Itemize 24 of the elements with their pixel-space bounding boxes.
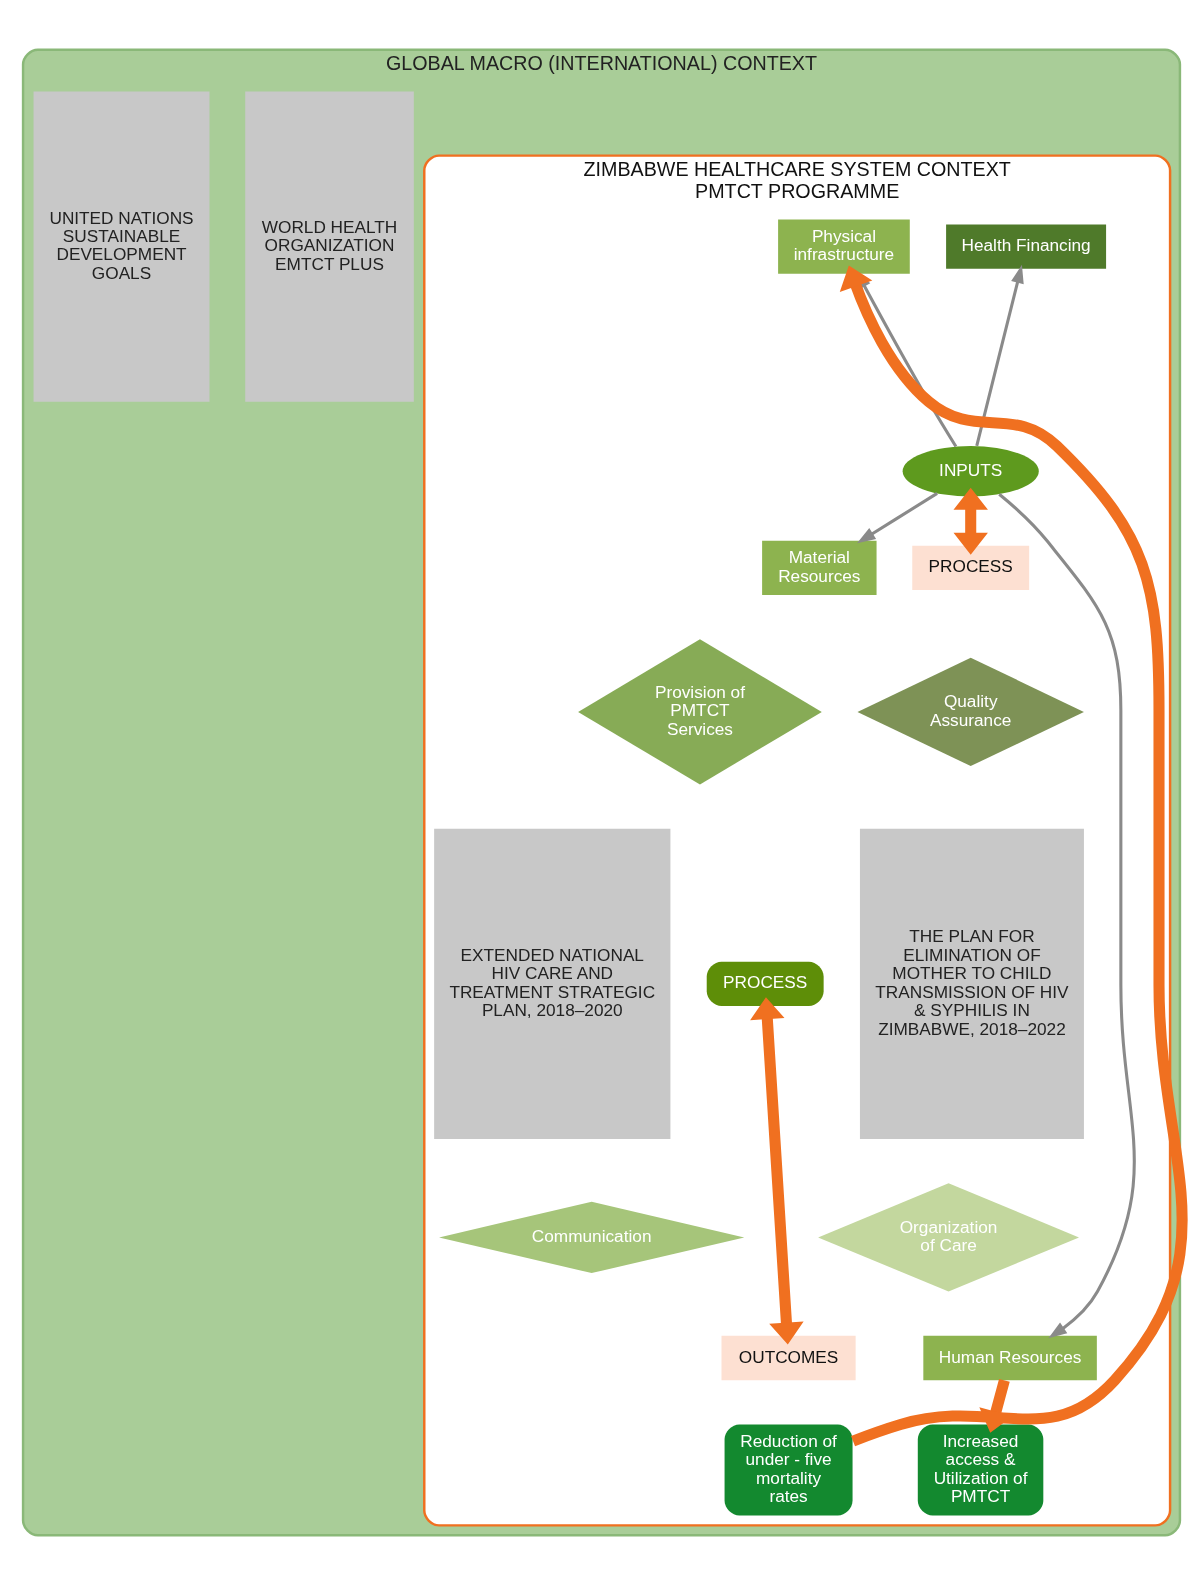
node-box: EXTENDED NATIONAL HIV CARE AND TREATMENT STRATEGIC PLAN, 2018–2020 bbox=[434, 828, 671, 1139]
node-box: Physical infrastructure bbox=[778, 219, 910, 274]
node-box: Reduction of under - five mortality rates bbox=[724, 1423, 853, 1516]
node-box: Human Resources bbox=[923, 1335, 1097, 1380]
node-box: PROCESS bbox=[912, 545, 1030, 590]
node-box: Health Financing bbox=[946, 224, 1107, 269]
node-box: THE PLAN FOR ELIMINATION OF MOTHER TO CHILD TRANSMISSION OF HIV & SYPHILIS IN ZIMBABWE, 2018–2022 bbox=[859, 828, 1084, 1139]
node-diamond: Quality Assurance bbox=[857, 657, 1084, 766]
node-box: UNITED NATIONS SUSTAINABLE DEVELOPMENT GOALS bbox=[33, 91, 210, 402]
arrow bbox=[953, 487, 988, 555]
arrow bbox=[750, 996, 804, 1344]
node-diamond: Organization of Care bbox=[818, 1182, 1079, 1292]
node-box: WORLD HEALTH ORGANIZATION EMTCT PLUS bbox=[245, 91, 414, 402]
arrow bbox=[856, 491, 938, 543]
node-box: OUTCOMES bbox=[721, 1335, 856, 1380]
node-box: PROCESS bbox=[706, 961, 824, 1006]
arrow bbox=[998, 492, 1136, 1338]
arrow bbox=[839, 265, 1188, 1446]
arrow bbox=[975, 264, 1024, 446]
node-ellipse: INPUTS bbox=[902, 445, 1039, 496]
node-diamond: Provision of PMTCT Services bbox=[578, 638, 822, 784]
node-box: Material Resources bbox=[762, 540, 877, 595]
node-box: Increased access & Utilization of PMTCT bbox=[917, 1423, 1044, 1516]
node-diamond: Communication bbox=[439, 1201, 745, 1273]
